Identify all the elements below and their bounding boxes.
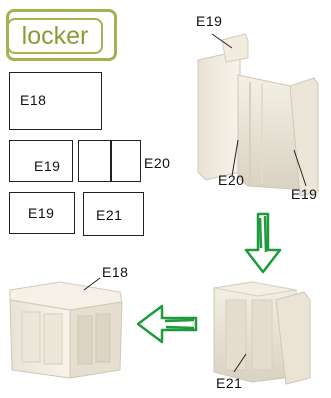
locker-label: locker <box>7 18 103 54</box>
step3-label-e18: E18 <box>102 264 129 280</box>
step2-assembly <box>213 281 311 385</box>
legend-box-e19-b <box>9 192 75 234</box>
legend-label-e20: E20 <box>144 155 171 171</box>
leader-line-e19-right <box>293 149 307 187</box>
leader-line-e20 <box>231 139 239 177</box>
step1-label-e19-right: E19 <box>291 186 318 202</box>
step3-assembly <box>9 281 123 379</box>
step2-label-e21: E21 <box>216 375 243 391</box>
left-arrow-icon <box>136 304 198 344</box>
leader-line-e19-top <box>211 33 233 49</box>
legend-label-e21: E21 <box>96 207 123 223</box>
down-arrow-icon <box>244 212 282 274</box>
legend-box-e18 <box>9 72 102 130</box>
step1-label-e20: E20 <box>218 172 245 188</box>
leader-line-e21 <box>233 353 247 373</box>
legend-box-e20-divider <box>110 140 112 182</box>
legend-box-e20 <box>78 140 141 182</box>
leader-line-e18 <box>83 277 101 291</box>
legend-label-e19-a: E19 <box>34 158 61 174</box>
legend-box-e21 <box>83 192 144 236</box>
step1-assembly <box>197 33 319 197</box>
legend-label-e19-b: E19 <box>28 205 55 221</box>
legend-box-e19 <box>9 140 73 182</box>
step1-label-e19-top: E19 <box>196 13 223 29</box>
legend-label-e18: E18 <box>20 92 47 108</box>
